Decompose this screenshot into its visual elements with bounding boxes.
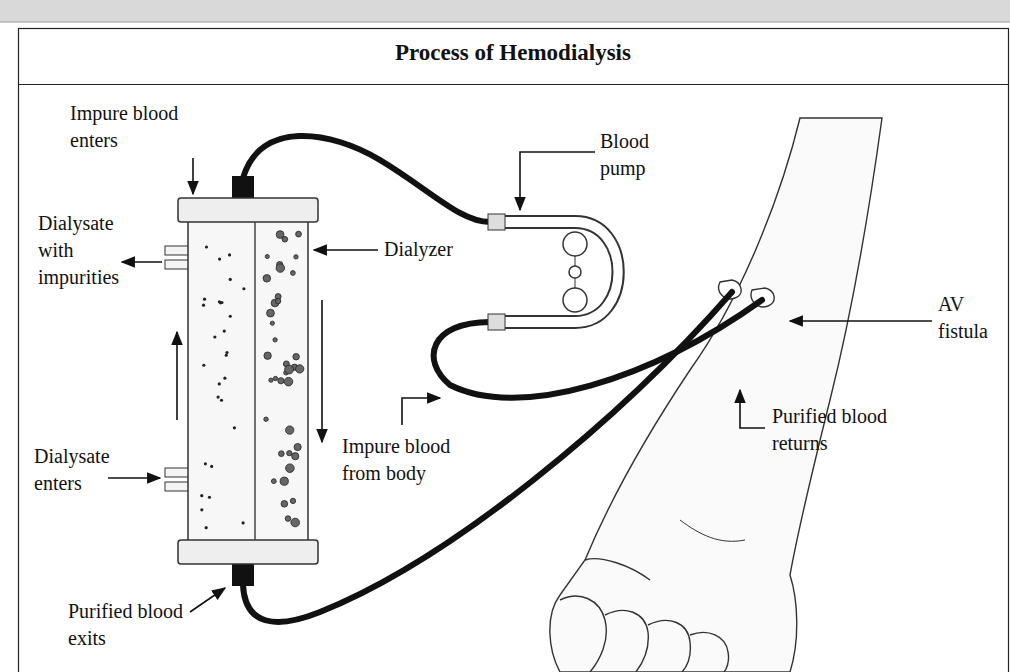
part-label: Purified blood exits	[68, 598, 188, 652]
part-label: Dialysate enters	[34, 443, 134, 497]
toolbar-edge	[0, 22, 1010, 23]
blood-tubing	[243, 136, 762, 622]
part-label: Impure blood from body	[342, 433, 454, 487]
frame-border	[19, 29, 1009, 672]
leader-arrows	[108, 152, 932, 612]
toolbar-strip	[0, 0, 1010, 22]
part-label: Dialysate with impurities	[38, 210, 128, 291]
part-label: Blood pump	[600, 128, 680, 182]
dialyzer	[165, 176, 318, 586]
part-label: AV fistula	[938, 291, 998, 345]
part-label: Purified blood returns	[772, 403, 932, 457]
part-label: Impure blood enters	[70, 100, 220, 154]
arm-figure	[550, 118, 882, 672]
title-rule	[18, 84, 1008, 85]
blood-pump	[488, 214, 624, 330]
diagram-title: Process of Hemodialysis	[18, 40, 1008, 66]
part-label: Dialyzer	[384, 236, 494, 263]
